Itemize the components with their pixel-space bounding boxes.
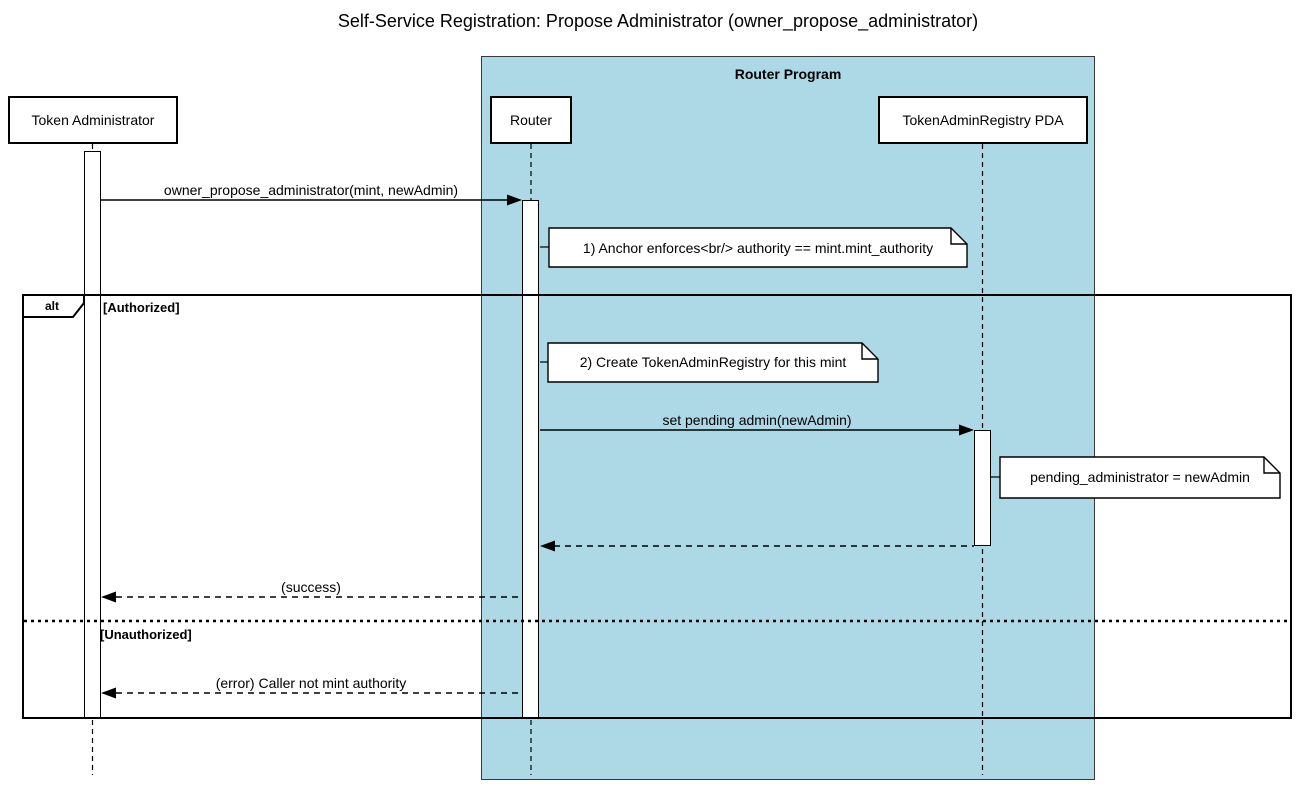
note-fold-icon bbox=[1263, 457, 1280, 474]
router-program-label: Router Program bbox=[734, 66, 842, 82]
message-label-set-pending: set pending admin(newAdmin) bbox=[662, 412, 852, 428]
alt-operator-label: alt bbox=[44, 299, 60, 313]
message-label-propose: owner_propose_administrator(mint, newAdm… bbox=[163, 182, 459, 198]
participant-token-administrator: Token Administrator bbox=[8, 96, 178, 144]
message-label-success: (success) bbox=[281, 579, 341, 595]
note-create-registry-text: 2) Create TokenAdminRegistry for this mi… bbox=[579, 354, 847, 370]
arrowhead-left-icon bbox=[101, 687, 116, 699]
participant-label: TokenAdminRegistry PDA bbox=[902, 112, 1064, 128]
activation-router bbox=[522, 200, 539, 718]
participant-router: Router bbox=[490, 96, 572, 144]
guard-authorized: [Authorized] bbox=[103, 300, 180, 315]
guard-unauthorized: [Unauthorized] bbox=[100, 627, 192, 642]
note-anchor-enforces-text: 1) Anchor enforces<br/> authority == min… bbox=[582, 240, 934, 256]
participant-tokenadminregistry-pda: TokenAdminRegistry PDA bbox=[878, 96, 1088, 144]
diagram-title: Self-Service Registration: Propose Admin… bbox=[337, 11, 979, 31]
participant-label: Router bbox=[509, 112, 553, 128]
message-label-error: (error) Caller not mint authority bbox=[215, 675, 407, 691]
activation-tokenadminregistry-pda bbox=[974, 430, 991, 546]
note-pending-admin-text: pending_administrator = newAdmin bbox=[1030, 469, 1250, 485]
arrowhead-left-icon bbox=[101, 591, 116, 603]
participant-label: Token Administrator bbox=[31, 112, 155, 128]
activation-token-administrator bbox=[84, 151, 101, 718]
